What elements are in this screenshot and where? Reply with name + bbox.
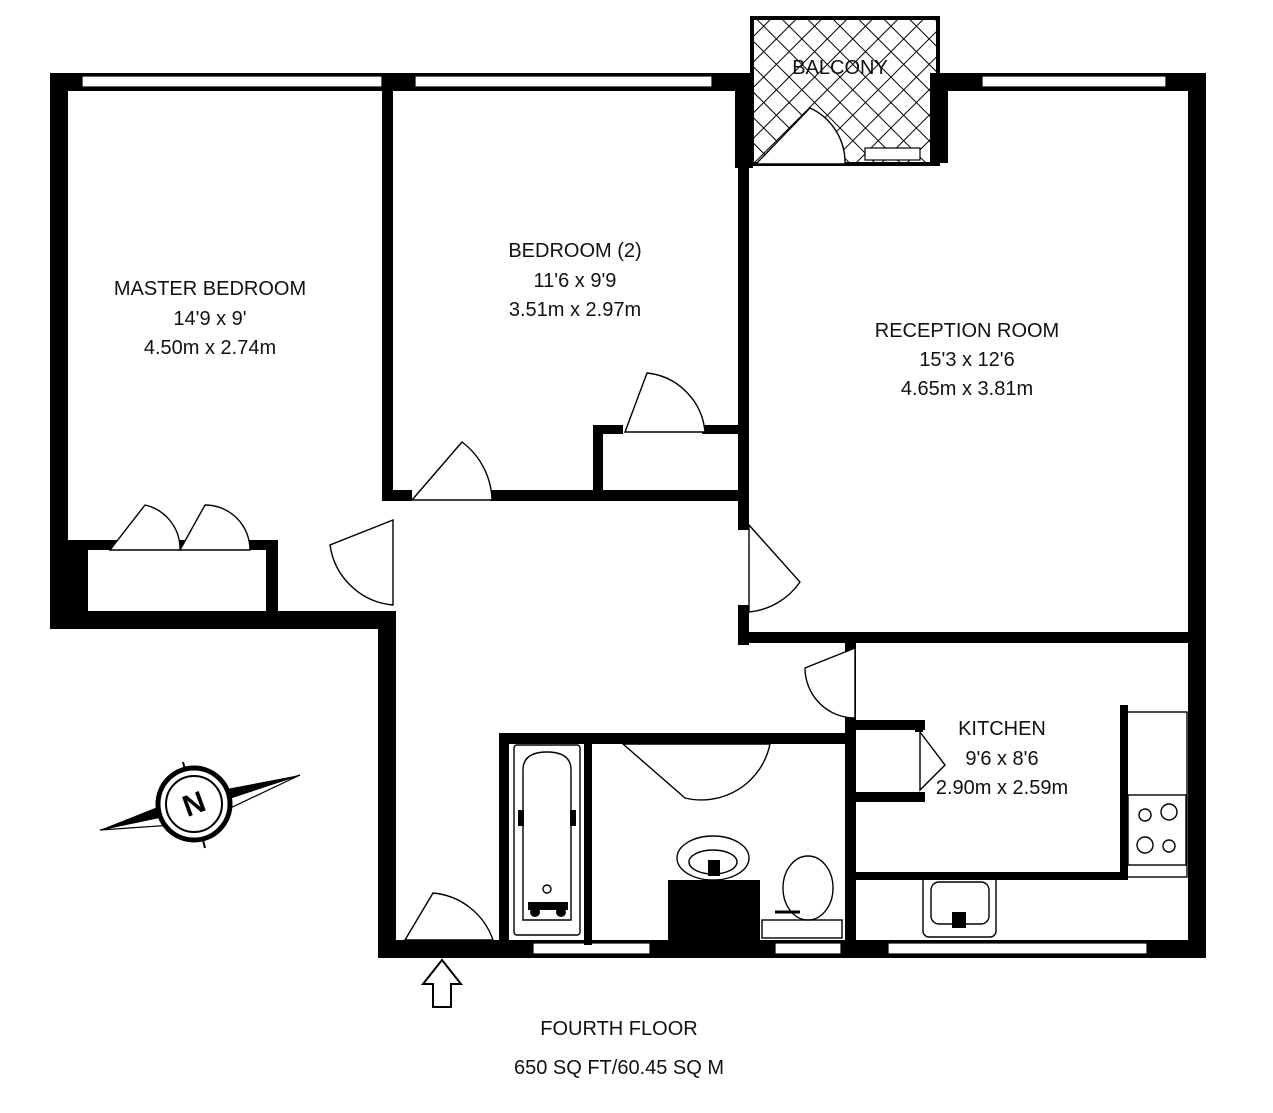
bedroom-2-name: BEDROOM (2) bbox=[508, 240, 641, 262]
master-bedroom-metric: 4.50m x 2.74m bbox=[144, 337, 276, 359]
kitchen-name: KITCHEN bbox=[958, 718, 1046, 740]
doors bbox=[108, 107, 946, 941]
kitchen-worktop bbox=[1124, 711, 1188, 878]
windows bbox=[81, 75, 1167, 955]
reception-metric: 4.65m x 3.81m bbox=[901, 378, 1033, 400]
kitchen-imperial: 9'6 x 8'6 bbox=[965, 748, 1038, 770]
interior-walls bbox=[68, 88, 1206, 950]
master-bedroom-imperial: 14'9 x 9' bbox=[173, 308, 246, 330]
room-reception: RECEPTION ROOM 15'3 x 12'6 4.65m x 3.81m bbox=[875, 320, 1059, 400]
entrance-arrow-icon bbox=[420, 958, 464, 1008]
toilet bbox=[761, 855, 843, 939]
bedroom-2-imperial: 11'6 x 9'9 bbox=[534, 270, 617, 292]
reception-imperial: 15'3 x 12'6 bbox=[919, 349, 1015, 371]
compass-icon: N bbox=[99, 761, 301, 849]
vanity-unit bbox=[668, 835, 760, 942]
floor-area: 650 SQ FT/60.45 SQ M bbox=[514, 1057, 724, 1079]
floor-name: FOURTH FLOOR bbox=[540, 1018, 697, 1040]
bedroom-2-metric: 3.51m x 2.97m bbox=[509, 299, 641, 321]
room-kitchen: KITCHEN 9'6 x 8'6 2.90m x 2.59m bbox=[936, 718, 1068, 799]
bathtub bbox=[513, 744, 581, 936]
kitchen-metric: 2.90m x 2.59m bbox=[936, 777, 1068, 799]
room-bedroom-2: BEDROOM (2) 11'6 x 9'9 3.51m x 2.97m bbox=[508, 240, 641, 321]
balcony-label: BALCONY bbox=[792, 57, 888, 79]
kitchen-sink bbox=[922, 874, 997, 938]
master-bedroom-name: MASTER BEDROOM bbox=[114, 278, 306, 300]
room-master-bedroom: MASTER BEDROOM 14'9 x 9' 4.50m x 2.74m bbox=[114, 278, 306, 359]
reception-name: RECEPTION ROOM bbox=[875, 320, 1059, 342]
